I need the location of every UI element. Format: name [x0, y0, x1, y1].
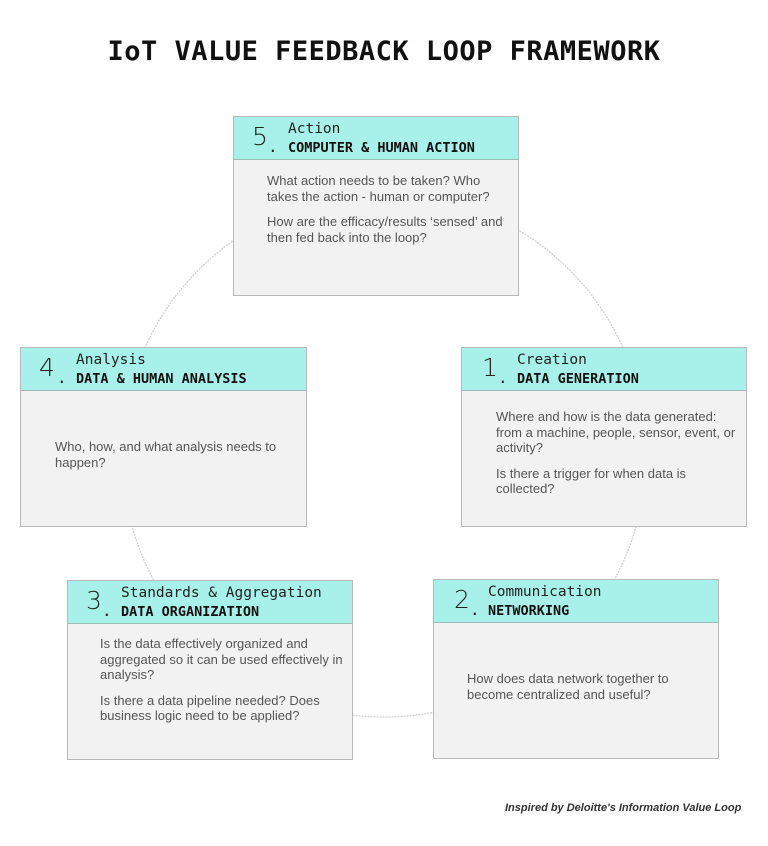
stage-subtitle: DATA GENERATION [517, 371, 639, 387]
stage-description: What action needs to be taken? Who takes… [267, 173, 507, 255]
description-paragraph: How does data network together to become… [467, 671, 669, 702]
stage-subtitle: DATA ORGANIZATION [121, 604, 260, 620]
stage-description: Who, how, and what analysis needs to hap… [55, 439, 295, 480]
stage-name: Standards & Aggregation [121, 585, 322, 601]
description-paragraph: Who, how, and what analysis needs to hap… [55, 439, 277, 470]
stage-number-dot: . [57, 368, 67, 387]
stage-number: 2 [454, 585, 470, 614]
stage-name: Action [288, 121, 341, 137]
stage-number: 1 [482, 353, 498, 382]
stage-number: 4 [39, 353, 55, 382]
stage-card-communication: 2 . Communication NETWORKING How does da… [433, 579, 719, 759]
stage-description: Is the data effectively organized and ag… [100, 636, 345, 734]
description-paragraph: How are the efficacy/results ‘sensed’ an… [267, 214, 503, 245]
stage-header: 1 . Creation DATA GENERATION [462, 348, 746, 391]
stage-subtitle: COMPUTER & HUMAN ACTION [288, 140, 475, 156]
stage-number: 3 [86, 586, 102, 615]
stage-subtitle: NETWORKING [488, 603, 570, 619]
attribution-footer: Inspired by Deloitte's Information Value… [505, 802, 742, 814]
description-paragraph: What action needs to be taken? Who takes… [267, 173, 490, 204]
stage-name: Analysis [76, 352, 146, 368]
stage-number-dot: . [268, 137, 278, 156]
description-paragraph: Is there a trigger for when data is coll… [496, 465, 687, 497]
description-paragraph: Is there a data pipeline needed? Does bu… [100, 692, 320, 724]
stage-card-creation: 1 . Creation DATA GENERATION Where and h… [461, 347, 747, 527]
description-paragraph: Is the data effectively organized and ag… [100, 636, 343, 682]
stage-number-dot: . [498, 368, 508, 387]
stage-card-analysis: 4 . Analysis DATA & HUMAN ANALYSIS Who, … [20, 347, 307, 527]
stage-description: Where and how is the data generated: fro… [496, 409, 736, 507]
stage-number-dot: . [102, 601, 112, 620]
stage-card-standards-aggregation: 3 . Standards & Aggregation DATA ORGANIZ… [67, 580, 353, 760]
stage-header: 4 . Analysis DATA & HUMAN ANALYSIS [21, 348, 306, 391]
stage-header: 2 . Communication NETWORKING [434, 580, 718, 623]
stage-name: Creation [517, 352, 587, 368]
stage-description: How does data network together to become… [467, 671, 707, 712]
stage-name: Communication [488, 584, 602, 600]
stage-number: 5 [252, 122, 268, 151]
stage-subtitle: DATA & HUMAN ANALYSIS [76, 371, 247, 387]
page-title: IoT VALUE FEEDBACK LOOP FRAMEWORK [107, 36, 661, 67]
stage-number-dot: . [470, 600, 480, 619]
stage-card-action: 5 . Action COMPUTER & HUMAN ACTION What … [233, 116, 519, 296]
description-paragraph: Where and how is the data generated: fro… [496, 409, 736, 455]
stage-header: 3 . Standards & Aggregation DATA ORGANIZ… [68, 581, 352, 624]
stage-header: 5 . Action COMPUTER & HUMAN ACTION [234, 117, 518, 160]
